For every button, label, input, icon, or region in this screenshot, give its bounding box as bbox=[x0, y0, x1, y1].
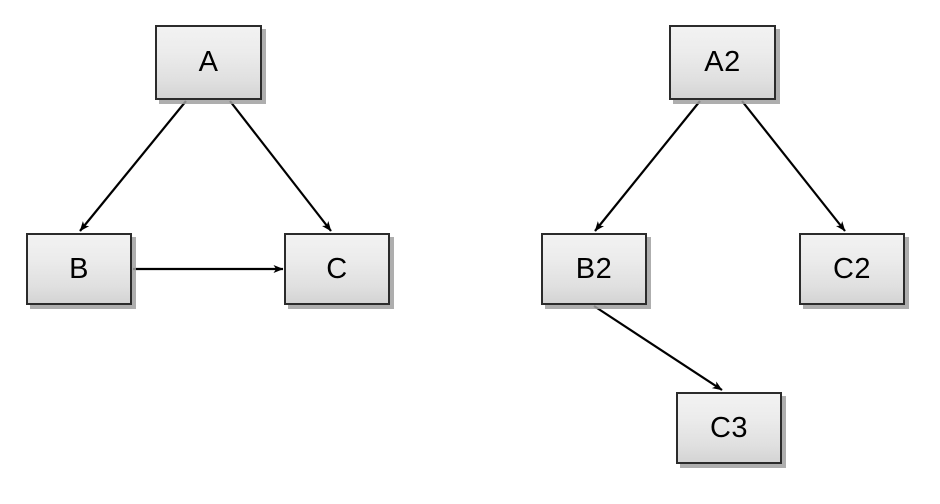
edges-group bbox=[79, 100, 846, 391]
node-label: C3 bbox=[709, 411, 749, 444]
node-b[interactable]: B bbox=[26, 233, 132, 305]
node-label: C bbox=[326, 252, 348, 285]
node-label: C2 bbox=[832, 252, 872, 285]
node-c2[interactable]: C2 bbox=[799, 233, 905, 305]
node-a[interactable]: A bbox=[155, 25, 262, 100]
node-label: B bbox=[69, 252, 89, 285]
edge-a-to-b bbox=[79, 100, 187, 232]
node-b2[interactable]: B2 bbox=[541, 233, 647, 305]
node-a2[interactable]: A2 bbox=[669, 25, 776, 100]
edge-a2-to-b2 bbox=[594, 100, 701, 232]
node-label: B2 bbox=[575, 252, 613, 285]
node-c[interactable]: C bbox=[284, 233, 390, 305]
edge-a-to-c bbox=[229, 100, 332, 232]
edge-a2-to-c2 bbox=[741, 100, 846, 232]
node-label: A2 bbox=[704, 46, 741, 78]
node-c3[interactable]: C3 bbox=[676, 392, 782, 464]
edge-b2-to-c3 bbox=[593, 305, 723, 391]
node-label: A bbox=[198, 46, 219, 78]
